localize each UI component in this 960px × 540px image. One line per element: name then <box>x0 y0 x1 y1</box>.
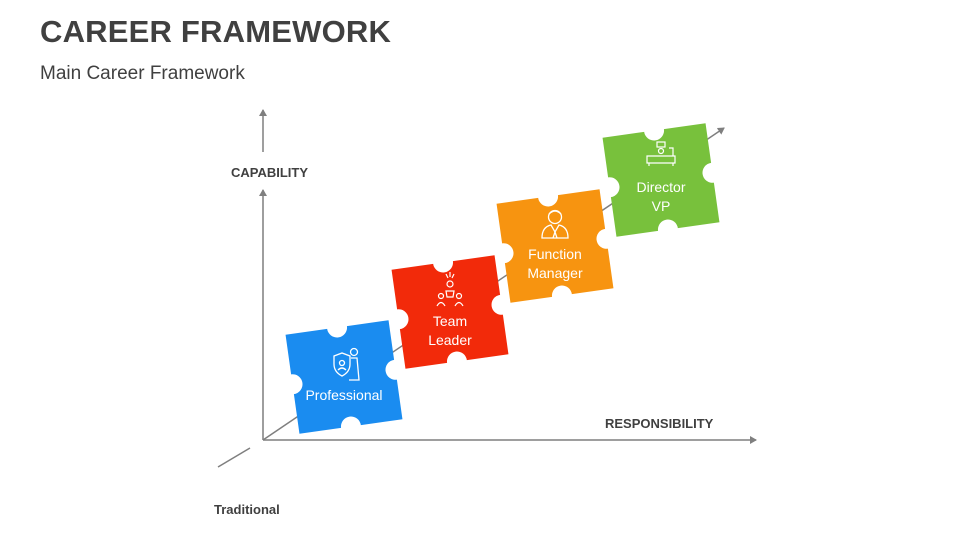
step-professional <box>285 320 403 434</box>
x-axis-label: RESPONSIBILITY <box>605 416 714 431</box>
step-shape <box>285 320 403 434</box>
step-label-professional: Professional <box>305 387 382 403</box>
manager-person-icon <box>541 209 569 239</box>
step-label-leader: Leader <box>428 332 472 348</box>
step-label-vp: VP <box>652 198 671 214</box>
diagonal-axis-lower <box>217 447 251 468</box>
y-axis-label: CAPABILITY <box>231 165 309 180</box>
origin-label: Traditional <box>214 502 280 517</box>
step-label-director: Director <box>636 179 685 195</box>
page-title: CAREER FRAMEWORK <box>40 14 392 49</box>
step-label-team: Team <box>433 313 467 329</box>
step-label-manager: Manager <box>527 265 583 281</box>
team-group-icon <box>436 272 464 307</box>
step-label-function: Function <box>528 246 582 262</box>
shield-person-icon <box>333 347 360 381</box>
page-subtitle: Main Career Framework <box>40 63 245 84</box>
director-desk-icon <box>646 141 676 166</box>
